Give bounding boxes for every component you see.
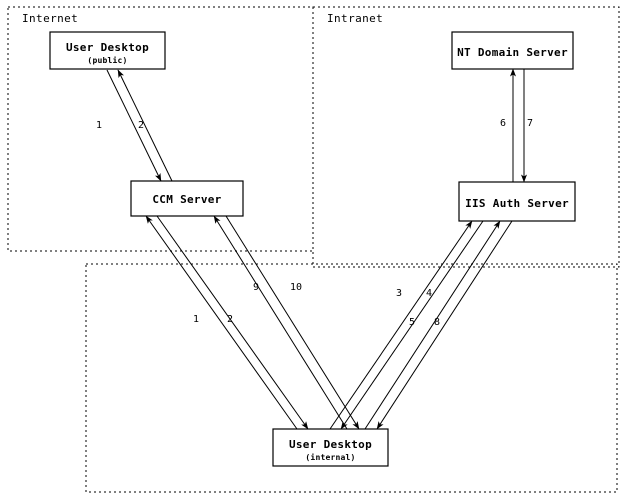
zone-intranet-boundary — [312, 6, 620, 268]
node-user-desktop-internal[interactable]: User Desktop (internal) — [272, 428, 389, 467]
edge-label-step-2-public: 2 — [138, 120, 144, 131]
node-subtitle-user-desktop-public: (public) — [87, 55, 127, 65]
edge-label-group: 1 2 6 7 9 10 1 2 3 4 5 8 — [96, 118, 533, 328]
edge-label-step-3: 3 — [396, 288, 402, 299]
node-iis-auth-server[interactable]: IIS Auth Server — [458, 181, 576, 222]
node-title-user-desktop-internal: User Desktop — [289, 438, 372, 451]
edge-label-step-8: 8 — [434, 317, 440, 328]
node-subtitle-user-desktop-internal: (internal) — [305, 452, 355, 462]
edge-label-step-4: 4 — [426, 288, 432, 299]
flow-line-4-iis-to-internal-desktop — [340, 220, 484, 430]
node-box-user-desktop-public[interactable] — [49, 31, 166, 70]
node-box-nt-domain-server[interactable] — [451, 31, 574, 70]
edge-label-step-7: 7 — [527, 118, 533, 129]
node-box-user-desktop-internal[interactable] — [272, 428, 389, 467]
edge-label-step-10: 10 — [290, 282, 302, 293]
edge-label-step-1-internal: 1 — [193, 314, 199, 325]
node-title-iis-auth-server: IIS Auth Server — [465, 197, 569, 210]
node-ccm-server[interactable]: CCM Server — [130, 180, 244, 217]
node-title-user-desktop-public: User Desktop — [66, 41, 149, 54]
node-user-desktop-public[interactable]: User Desktop (public) — [49, 31, 166, 70]
edge-label-step-6: 6 — [500, 118, 506, 129]
node-title-nt-domain-server: NT Domain Server — [457, 46, 568, 59]
flow-line-9-internal-desktop-to-ccm — [213, 215, 348, 430]
edge-label-step-5: 5 — [409, 317, 415, 328]
zone-label-intranet: Intranet — [327, 12, 383, 25]
flow-line-1-public-desktop-to-ccm — [106, 69, 162, 182]
flow-line-2-ccm-to-internal-desktop — [156, 215, 309, 430]
edge-label-step-2-internal: 2 — [227, 314, 233, 325]
zone-internal-network-boundary — [85, 263, 618, 493]
node-box-iis-auth-server[interactable] — [458, 181, 576, 222]
edge-label-step-9: 9 — [253, 282, 259, 293]
flow-line-5-internal-desktop-to-iis — [364, 220, 501, 430]
edge-label-step-1-public: 1 — [96, 120, 102, 131]
flow-line-3-internal-desktop-to-iis — [329, 220, 473, 430]
flow-line-10-ccm-to-internal-desktop — [225, 215, 360, 430]
node-title-ccm-server: CCM Server — [152, 193, 221, 206]
node-box-ccm-server[interactable] — [130, 180, 244, 217]
flow-line-1-internal-desktop-to-ccm — [145, 215, 298, 430]
node-nt-domain-server[interactable]: NT Domain Server — [451, 31, 574, 70]
flow-line-8-iis-to-internal-desktop — [376, 220, 513, 430]
flow-line-2-ccm-to-public-desktop — [117, 69, 173, 182]
zone-label-internet: Internet — [22, 12, 78, 25]
